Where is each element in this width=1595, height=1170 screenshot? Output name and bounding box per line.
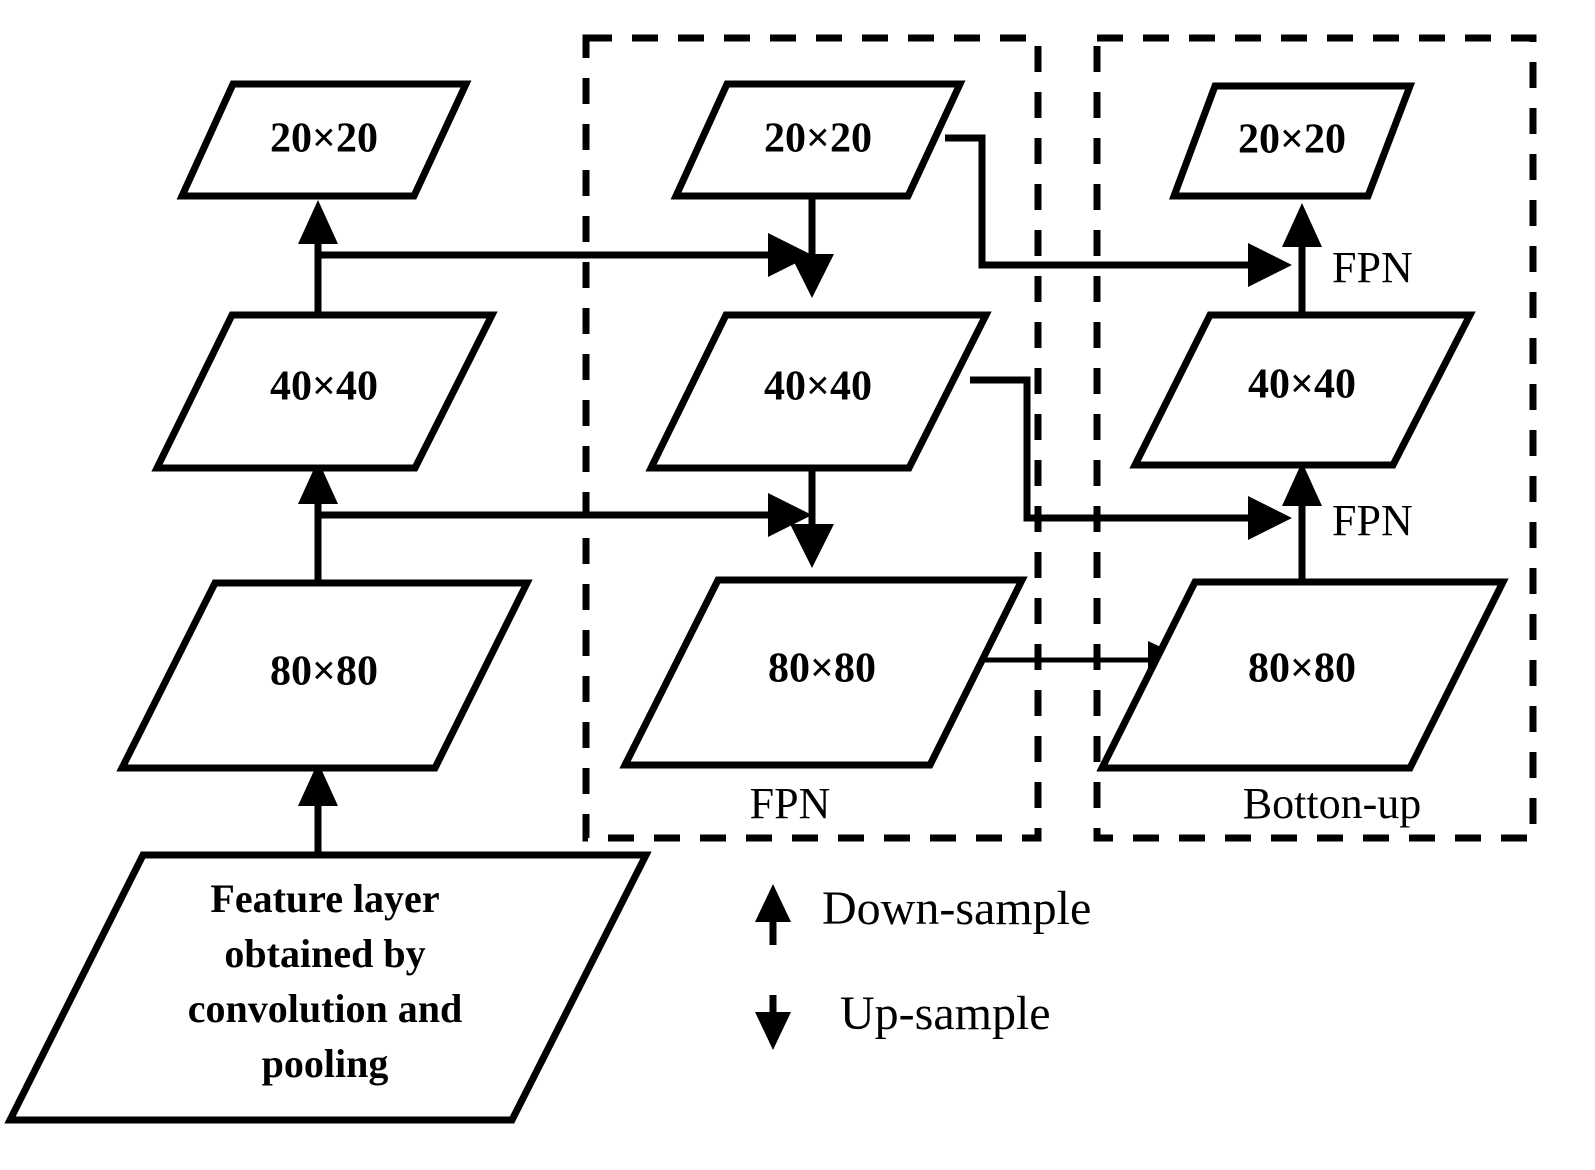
arrowhead-down-fpn40 bbox=[790, 254, 834, 298]
arrowhead-up-bb20 bbox=[298, 200, 338, 244]
node-fpn-40x40[interactable] bbox=[645, 311, 992, 472]
legend-down-sample-label: Down-sample bbox=[822, 882, 1091, 935]
node-backbone-20x20[interactable] bbox=[176, 80, 472, 200]
node-feature-layer[interactable] bbox=[4, 851, 652, 1124]
arrowhead-right-fpn40 bbox=[768, 493, 812, 537]
node-feature-layer-line-3: convolution and bbox=[188, 986, 463, 1031]
node-bottom-up-40x40[interactable] bbox=[1129, 311, 1476, 469]
node-fpn-80x80-label: 80×80 bbox=[768, 646, 876, 692]
arrowhead-up-bu40 bbox=[1282, 462, 1322, 506]
node-bottom-up-80x80-label: 80×80 bbox=[1248, 646, 1356, 692]
node-fpn-80x80[interactable] bbox=[619, 576, 1028, 769]
node-bottom-up-40x40-label: 40×40 bbox=[1248, 362, 1356, 408]
group-box-fpn bbox=[582, 34, 1042, 842]
arrowhead-up-bb80 bbox=[298, 762, 338, 806]
arrowhead-down-fpn80 bbox=[790, 524, 834, 568]
node-backbone-40x40[interactable] bbox=[151, 311, 498, 472]
side-label-fpn-top: FPN bbox=[1332, 243, 1413, 292]
arrowhead-right-bu20 bbox=[1248, 243, 1292, 287]
node-bottom-up-20x20[interactable] bbox=[1168, 82, 1416, 200]
group-box-bottom-up bbox=[1093, 34, 1537, 842]
node-feature-layer-line-2: obtained by bbox=[224, 931, 425, 976]
arrowhead-right-bu40 bbox=[1248, 496, 1292, 540]
connector-fpn40-to-bu40 bbox=[970, 376, 1255, 522]
arrowhead-up-bb40 bbox=[298, 460, 338, 504]
node-fpn-20x20-label: 20×20 bbox=[764, 116, 872, 162]
node-backbone-80x80-label: 80×80 bbox=[270, 649, 378, 695]
node-bottom-up-20x20-label: 20×20 bbox=[1238, 117, 1346, 163]
legend-item-down-sample: Down-sample bbox=[755, 882, 1091, 945]
node-backbone-20x20-label: 20×20 bbox=[270, 116, 378, 162]
node-backbone-40x40-label: 40×40 bbox=[270, 364, 378, 410]
node-fpn-20x20[interactable] bbox=[670, 80, 966, 200]
legend-item-up-sample: Up-sample bbox=[755, 987, 1051, 1050]
node-feature-layer-line-4: pooling bbox=[262, 1041, 389, 1086]
connector-fpn20-to-bu20 bbox=[945, 134, 1255, 269]
side-label-fpn-mid: FPN bbox=[1332, 496, 1413, 545]
node-backbone-80x80[interactable] bbox=[116, 579, 533, 772]
arrow-down-icon bbox=[755, 1012, 791, 1050]
arrowhead-right-fpn20 bbox=[768, 233, 812, 277]
node-bottom-up-80x80[interactable] bbox=[1096, 578, 1509, 772]
arrowhead-up-bu20 bbox=[1282, 203, 1322, 247]
legend-up-sample-label: Up-sample bbox=[840, 987, 1051, 1040]
group-label-fpn: FPN bbox=[750, 779, 831, 828]
node-fpn-40x40-label: 40×40 bbox=[764, 364, 872, 410]
group-label-bottom-up: Botton-up bbox=[1243, 779, 1421, 828]
arrow-up-icon bbox=[755, 884, 791, 922]
node-feature-layer-line-1: Feature layer bbox=[210, 876, 439, 921]
